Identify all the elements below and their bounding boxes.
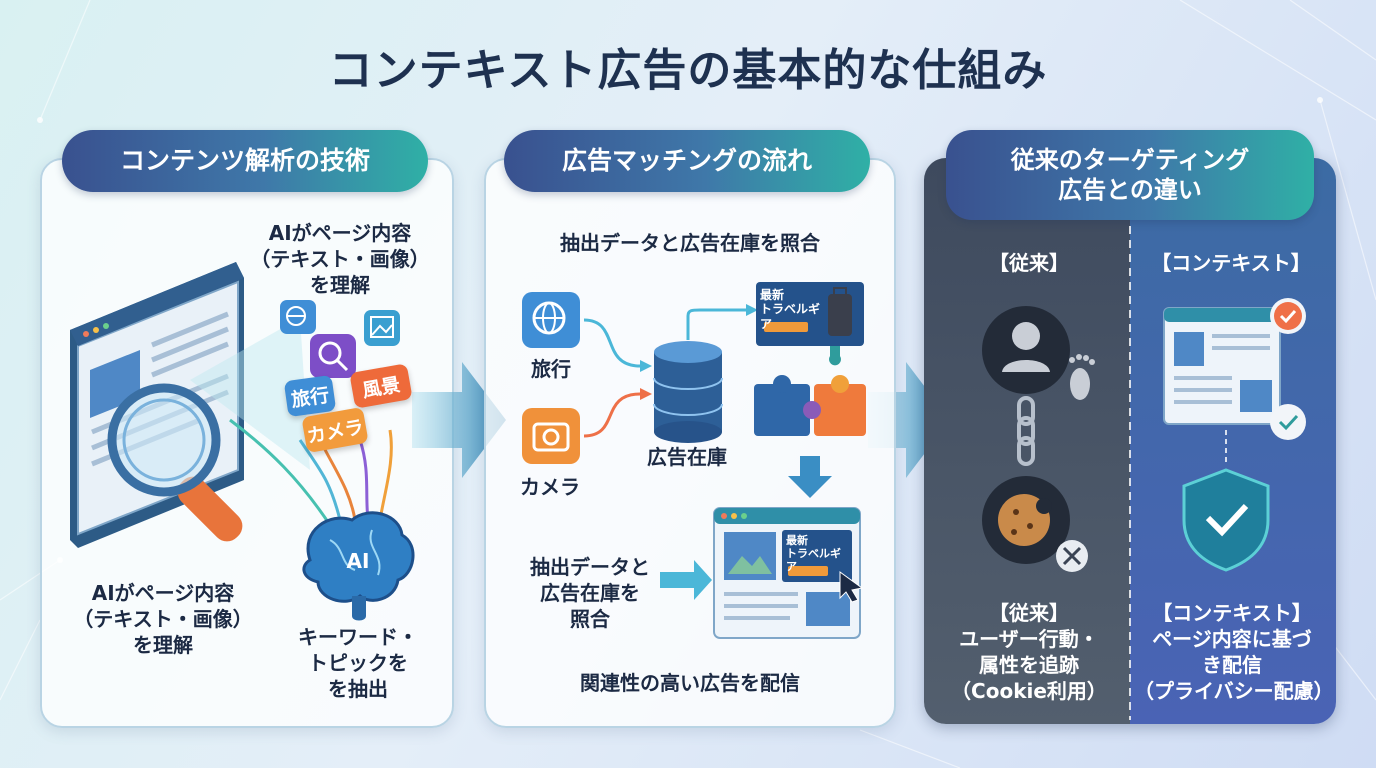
browser-ad-text: 最新トラベルギア <box>786 534 841 574</box>
browser-window-icon <box>1163 307 1281 425</box>
footprint-icon <box>1069 354 1095 400</box>
panel3-right-half <box>1130 158 1336 724</box>
panel1-caption-bottom-right: キーワード・トピックをを抽出 <box>298 625 418 701</box>
check-icon-teal <box>1270 404 1306 440</box>
globe-search-icon <box>522 292 580 348</box>
ai-brain-icon <box>302 511 415 621</box>
panel3-left-half <box>924 158 1130 724</box>
shield-icon <box>1182 468 1270 572</box>
ad-card-text: 最新トラベルギア <box>760 288 821 331</box>
panel3-header: 従来のターゲティング広告との違い <box>946 130 1314 220</box>
magnifier-icon <box>107 383 243 542</box>
camera-label: カメラ <box>520 475 580 499</box>
panel1-caption-top: AIがページ内容（テキスト・画像）を理解 <box>250 221 430 297</box>
panel2-middle-text: 抽出データと広告在庫を照合 <box>530 555 650 631</box>
page-title: コンテキスト広告の基本的な仕組み <box>328 45 1048 96</box>
check-icon-orange <box>1270 298 1306 334</box>
globe-search-icon <box>280 300 316 334</box>
panel2-top-text: 抽出データと広告在庫を照合 <box>560 231 820 255</box>
puzzle-icon <box>754 375 866 436</box>
panel1-header: コンテンツ解析の技術 <box>62 130 428 192</box>
close-icon <box>1056 540 1088 572</box>
left-heading: 【従来】 <box>989 251 1069 275</box>
ad-card <box>756 282 864 366</box>
image-icon <box>364 310 400 346</box>
camera-icon <box>522 408 580 464</box>
search-icon <box>310 334 356 378</box>
user-icon <box>982 306 1070 394</box>
left-caption: 【従来】ユーザー行動・属性を追跡（Cookie利用） <box>951 601 1107 703</box>
right-heading: 【コンテキスト】 <box>1151 251 1311 275</box>
right-caption: 【コンテキスト】ページ内容に基づき配信（プライバシー配慮） <box>1134 601 1334 703</box>
inventory-label: 広告在庫 <box>647 445 727 469</box>
brain-label: AI <box>346 549 370 573</box>
database-icon <box>653 341 723 443</box>
travel-label: 旅行 <box>531 357 571 381</box>
panel-comparison <box>924 158 1336 724</box>
browser-ad-icon <box>713 507 864 639</box>
cookie-icon <box>982 476 1070 564</box>
chain-icon <box>1017 396 1035 466</box>
panel1-caption-bottom-left: AIがページ内容（テキスト・画像）を理解 <box>73 581 253 657</box>
panel2-header: 広告マッチングの流れ <box>504 130 870 192</box>
panel2-bottom-text: 関連性の高い広告を配信 <box>580 671 800 695</box>
